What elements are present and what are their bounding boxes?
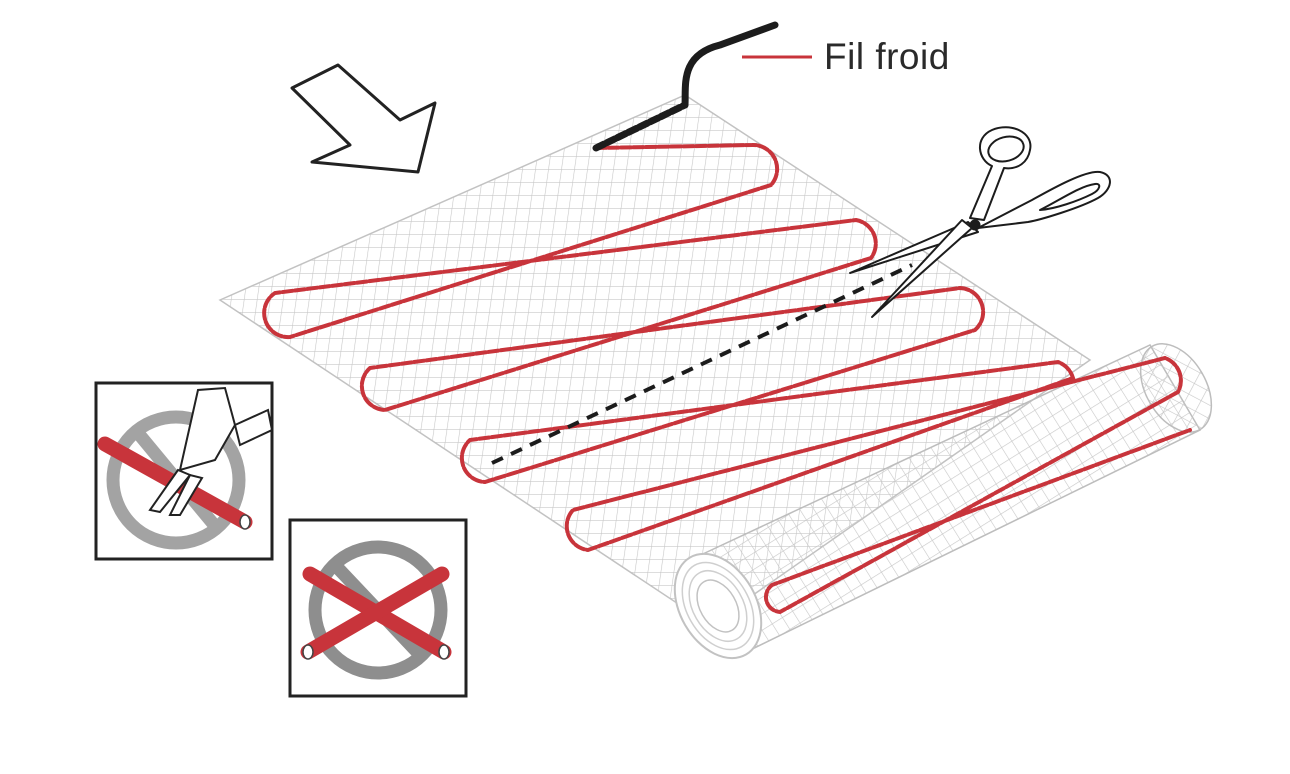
arrow-icon (290, 63, 437, 174)
cold-lead-label: Fil froid (824, 36, 950, 77)
cold-lead (592, 21, 779, 152)
cut-line (491, 263, 913, 465)
no-crossing-wire-icon (288, 518, 468, 698)
heating-wire (262, 142, 1192, 615)
scissors-icon (849, 126, 1111, 318)
mesh-roll (673, 343, 1213, 660)
roll-end (673, 552, 763, 660)
no-cutting-wire-icon (94, 381, 274, 561)
